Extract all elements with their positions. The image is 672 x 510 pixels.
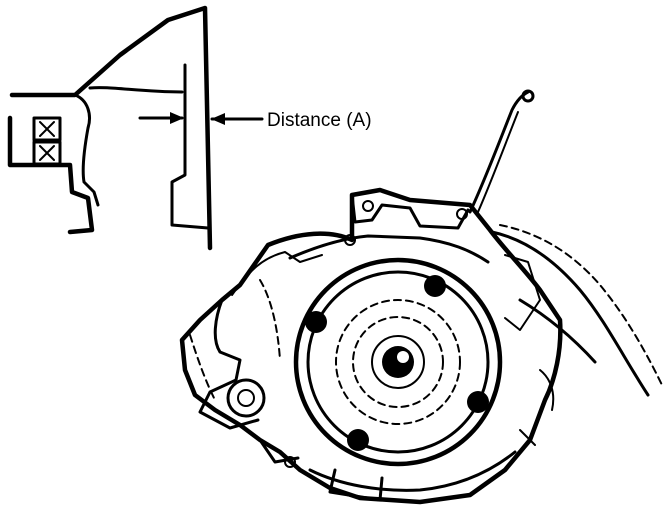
- inset-housing-lower: [7, 115, 95, 235]
- top-bolt-3: [344, 234, 356, 246]
- right-case-detail: [519, 369, 555, 446]
- converter-stud-4: [347, 429, 369, 451]
- inset-housing-outline: [9, 5, 213, 251]
- torque-converter-outer: [293, 257, 503, 467]
- inset-arrowhead-left: [170, 112, 184, 124]
- top-bolt-2: [456, 208, 468, 220]
- inset-arrowhead-right: [211, 113, 225, 125]
- inset-hub: [88, 86, 184, 94]
- distance-a-label: Distance (A): [267, 110, 372, 131]
- inset-bolt-block-upper: [32, 116, 62, 142]
- inset-bolt-block-lower: [32, 140, 62, 166]
- bottom-bolt: [284, 456, 296, 468]
- inset-detail: [7, 5, 264, 251]
- case-outline: [179, 187, 563, 505]
- case-flange-top: [288, 234, 490, 264]
- inset-flexplate-line: [170, 63, 210, 230]
- inset-bolt-marks: [39, 121, 55, 161]
- cooler-line-2: [499, 224, 663, 386]
- converter-hub-bore: [397, 351, 409, 363]
- torque-converter-inner-ring: [306, 270, 490, 454]
- converter-stud-3: [467, 391, 489, 413]
- dipstick-handle: [521, 89, 535, 103]
- converter-ring-2: [352, 316, 444, 408]
- converter-ring-3: [371, 335, 425, 389]
- converter-stud-1: [424, 275, 446, 297]
- dipstick-tube: [468, 90, 530, 214]
- transaxle-assembly: [179, 89, 663, 505]
- inset-inner-contour: [73, 93, 100, 207]
- cooler-line-1: [490, 230, 650, 397]
- top-bracket: [350, 193, 470, 230]
- side-gear-center: [237, 389, 255, 407]
- bottom-mount: [258, 438, 384, 502]
- dipstick-tube-edge: [477, 111, 519, 213]
- top-bolt-1: [362, 200, 374, 212]
- cooler-line-3: [518, 298, 597, 364]
- left-case-detail: [189, 279, 281, 401]
- shift-bracket: [504, 254, 541, 331]
- left-wiring: [231, 251, 323, 296]
- side-gear-cover: [226, 378, 266, 418]
- valve-body-left: [198, 298, 260, 430]
- converter-stud-2: [305, 311, 327, 333]
- converter-ring-1: [335, 299, 461, 425]
- converter-hub: [382, 346, 414, 378]
- case-flange-lower: [308, 450, 517, 492]
